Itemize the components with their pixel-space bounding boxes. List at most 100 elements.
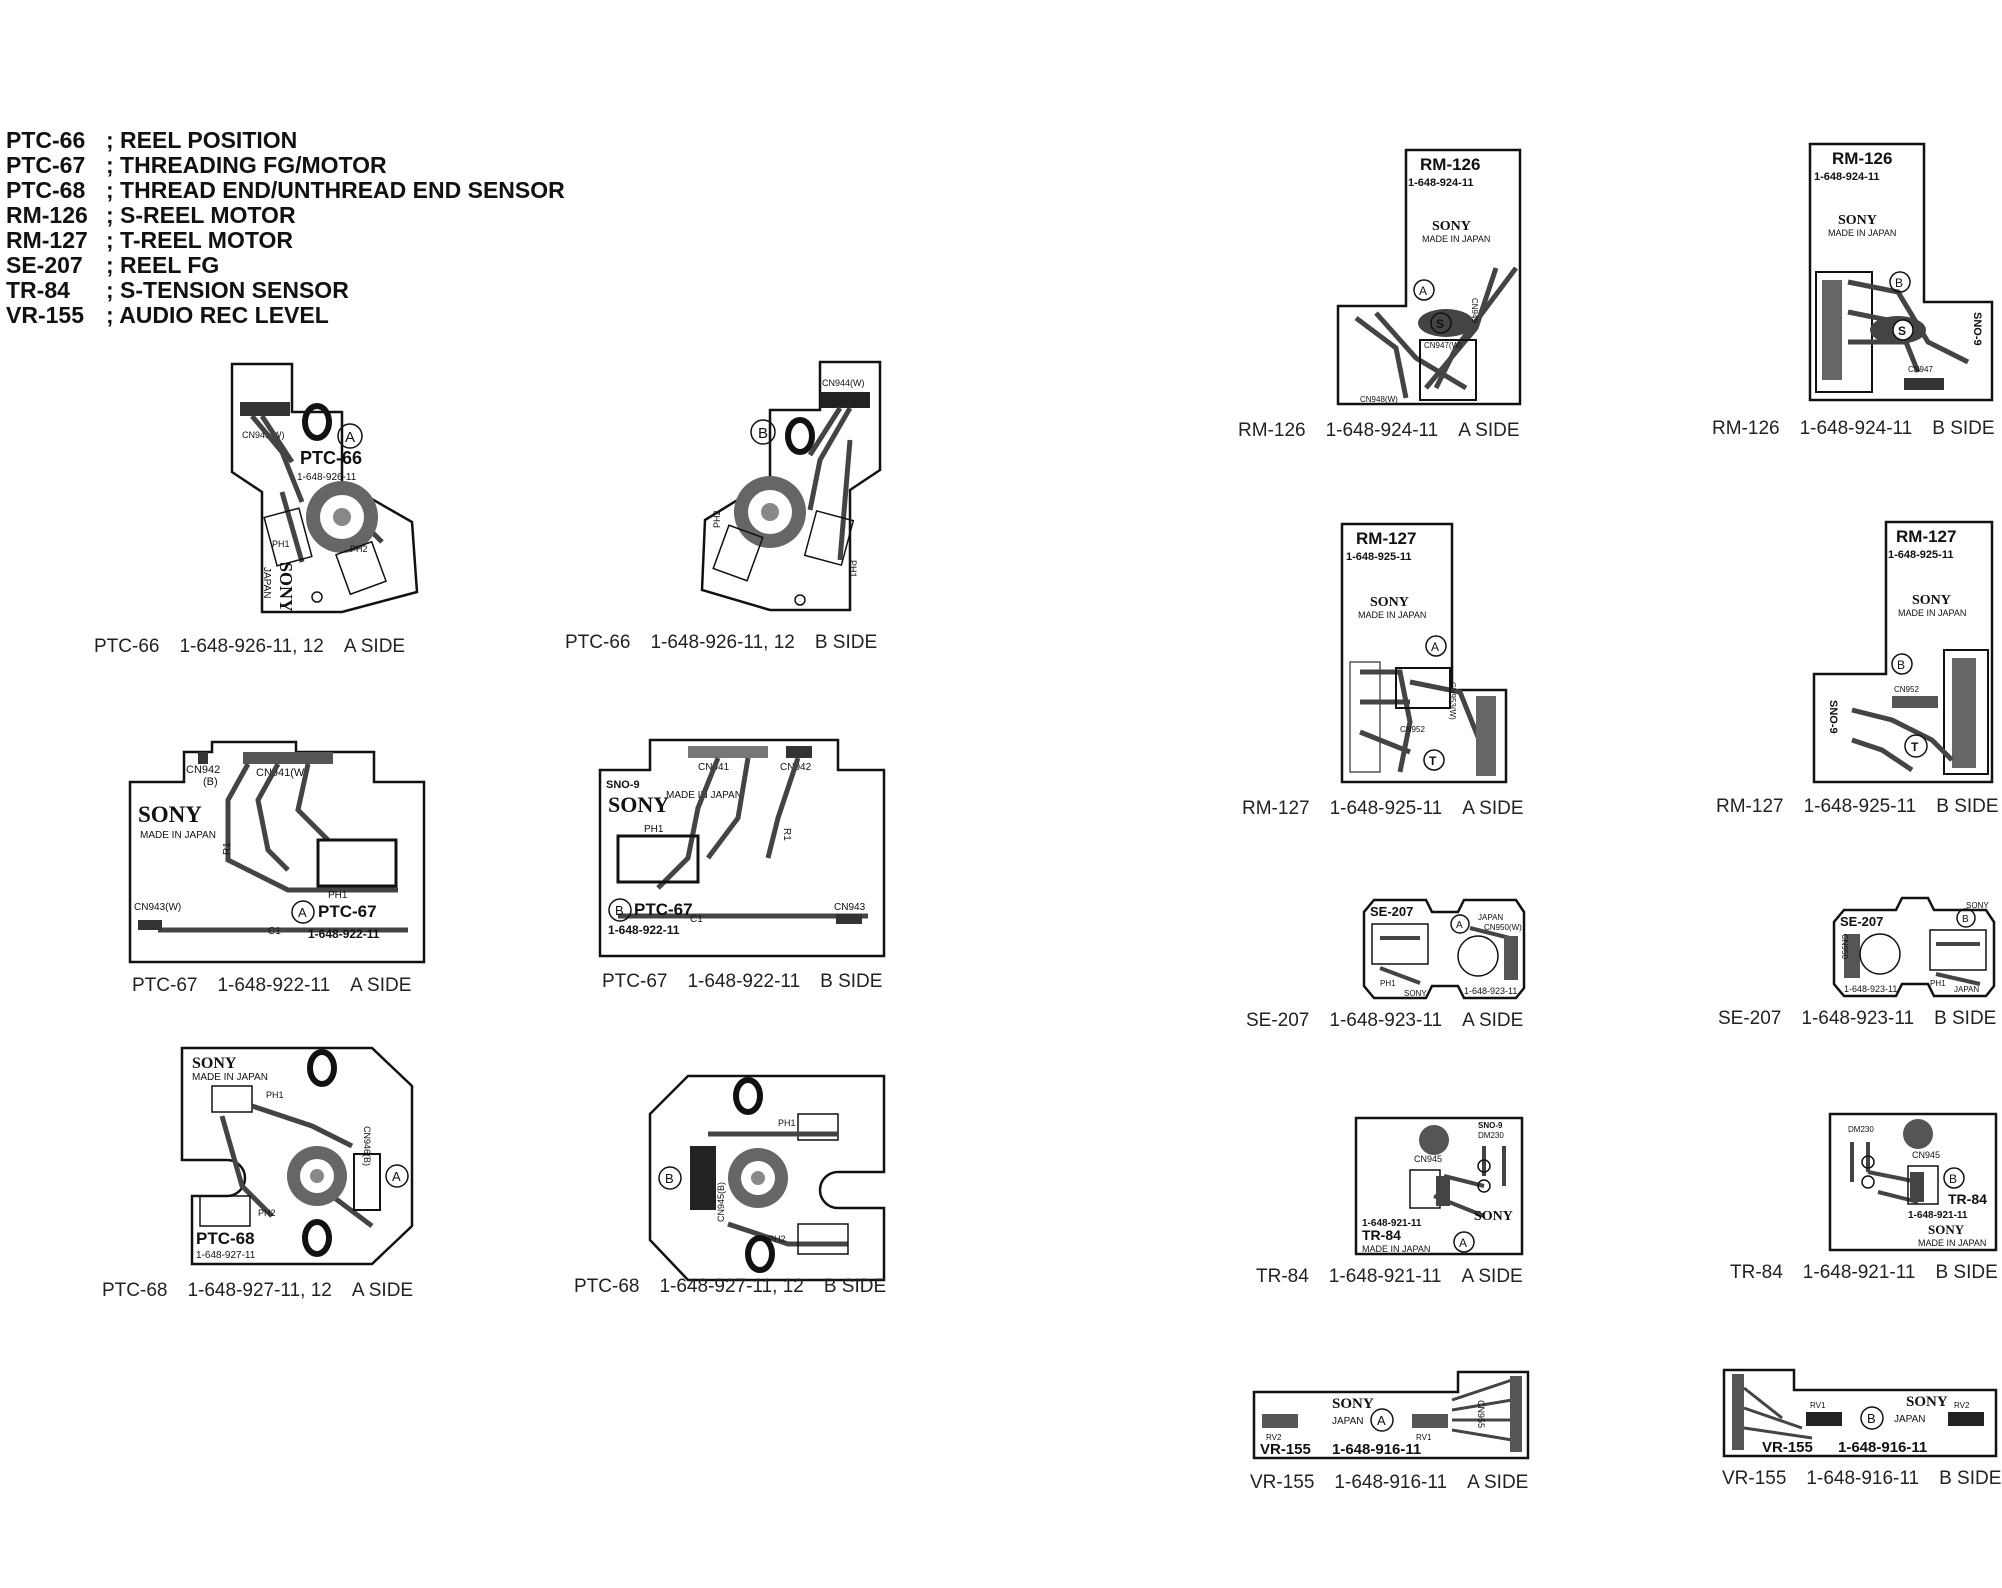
side-mark: A: [1377, 1413, 1386, 1428]
legend-code: SE-207: [6, 252, 83, 278]
board-part-number: 1-648-926-11: [297, 472, 357, 483]
board-title: VR-155: [1260, 1441, 1311, 1458]
caption-board-name: RM-127: [1242, 798, 1310, 819]
board-rm126-b-side: RM-126 1-648-924-11 SONY MADE IN JAPAN B…: [1808, 142, 1996, 404]
connector-label: CN945(B): [716, 1182, 726, 1222]
legend-row: VR-155; AUDIO REC LEVEL: [6, 303, 565, 328]
board-tr84-a-side: SNO-9 DM230 CN945 SONY 1-648-921-11 TR-8…: [1354, 1116, 1526, 1258]
board-ptc66-b-side: CN944(W) B PH2 PH1: [700, 360, 890, 615]
legend-code: RM-127: [6, 227, 88, 253]
caption-board-name: PTC-67: [602, 971, 668, 992]
connector-label: (B): [203, 776, 218, 788]
made-in-japan-label: MADE IN JAPAN: [192, 1072, 268, 1083]
motor-mark: T: [1429, 754, 1437, 768]
sno-label: SNO-9: [1827, 700, 1839, 734]
made-in-japan-label: MADE IN JAPAN: [140, 830, 216, 841]
caption-side: A SIDE: [1462, 1010, 1524, 1031]
japan-label: JAPAN: [1332, 1416, 1364, 1427]
board-part-number: 1-648-916-11: [1838, 1439, 1927, 1456]
legend-row: TR-84; S-TENSION SENSOR: [6, 278, 565, 303]
pcb-ptc67-a: CN942 (B) CN941(W) SONY MADE IN JAPAN PH…: [128, 740, 426, 964]
board-title: RM-127: [1356, 529, 1416, 548]
side-mark: B: [1949, 1172, 1957, 1186]
side-mark: A: [1431, 640, 1439, 654]
caption-part-number: 1-648-921-11: [1328, 1266, 1442, 1287]
sony-logo: SONY: [1928, 1222, 1965, 1237]
connector-label: CN950: [1840, 934, 1849, 959]
board-title: VR-155: [1762, 1439, 1813, 1456]
legend-desc: ; REEL FG: [106, 252, 220, 278]
caption-part-number: 1-648-924-11: [1799, 418, 1913, 439]
board-title: PTC-67: [318, 902, 377, 921]
photo-sensor-label: PH2: [258, 1208, 276, 1218]
legend-desc: ; THREAD END/UNTHREAD END SENSOR: [106, 177, 565, 203]
board-part-number: 1-648-923-11: [1464, 986, 1517, 996]
connector-label: CN952: [1400, 725, 1425, 734]
caption-board-name: TR-84: [1256, 1266, 1309, 1287]
made-in-japan-label: MADE IN JAPAN: [1358, 610, 1426, 620]
caption-side: A SIDE: [1461, 1266, 1523, 1287]
pcb-rm126-b: RM-126 1-648-924-11 SONY MADE IN JAPAN B…: [1808, 142, 1994, 402]
caption-board-name: RM-126: [1712, 418, 1780, 439]
connector-label: CN947(W): [1424, 341, 1462, 350]
legend-desc: ; AUDIO REC LEVEL: [106, 302, 329, 328]
caption-part-number: 1-648-922-11: [687, 971, 801, 992]
pcb-rm127-a: RM-127 1-648-925-11 SONY MADE IN JAPAN A…: [1340, 522, 1508, 784]
caption-board-name: RM-126: [1238, 420, 1306, 441]
legend-code: PTC-68: [6, 177, 86, 203]
caption-side: B SIDE: [823, 1276, 887, 1297]
potentiometer-label: RV1: [1810, 1401, 1826, 1410]
board-title: PTC-67: [634, 900, 693, 919]
side-mark: B: [665, 1171, 674, 1186]
side-mark: B: [758, 425, 768, 442]
caption-side: A SIDE: [343, 636, 406, 657]
board-rm127-b-side: RM-127 1-648-925-11 SONY MADE IN JAPAN B…: [1812, 520, 1996, 786]
japan-label: JAPAN: [261, 567, 272, 599]
board-title: SE-207: [1840, 914, 1883, 929]
board-se207-a-side: SE-207 PH1 SONY A JAPAN CN950(W) 1-648-9…: [1360, 898, 1528, 1002]
sony-logo: SONY: [1838, 213, 1877, 228]
pcb-se207-a: SE-207 PH1 SONY A JAPAN CN950(W) 1-648-9…: [1362, 898, 1526, 1000]
resistor-label: R1: [781, 828, 792, 841]
caption-side: B SIDE: [1936, 796, 1999, 817]
caption-part-number: 1-648-916-11: [1806, 1468, 1920, 1489]
side-mark: B: [1867, 1411, 1876, 1426]
board-part-number: 1-648-922-11: [308, 927, 380, 941]
side-mark: A: [392, 1169, 401, 1184]
pcb-tr84-b: DM230 CN945 B TR-84 1-648-921-11 SONY MA…: [1828, 1112, 1998, 1252]
photo-sensor-label: PH1: [1380, 979, 1396, 988]
board-tr84-b-side: DM230 CN945 B TR-84 1-648-921-11 SONY MA…: [1828, 1112, 1998, 1254]
made-in-japan-label: MADE IN JAPAN: [1828, 228, 1896, 238]
caption-side: B SIDE: [1934, 1008, 1997, 1029]
side-mark: A: [1459, 1236, 1467, 1250]
caption-board-name: VR-155: [1722, 1468, 1787, 1489]
caption-side: A SIDE: [1467, 1472, 1529, 1493]
caption-part-number: 1-648-926-11, 12: [179, 636, 324, 657]
capacitor-label: C1: [268, 926, 281, 937]
photo-sensor-label: PH1: [778, 1118, 796, 1128]
caption-side: B SIDE: [1935, 1262, 1998, 1283]
legend-code: PTC-67: [6, 152, 86, 178]
board-title: RM-127: [1896, 527, 1956, 546]
caption-side: A SIDE: [1462, 798, 1524, 819]
connector-label: CN941(W): [242, 430, 285, 440]
board-part-number: 1-648-925-11: [1346, 551, 1411, 563]
legend-row: RM-127; T-REEL MOTOR: [6, 228, 565, 253]
caption-part-number: 1-648-916-11: [1334, 1472, 1448, 1493]
board-rm127-a-side: RM-127 1-648-925-11 SONY MADE IN JAPAN A…: [1340, 522, 1510, 786]
potentiometer-label: RV1: [1416, 1433, 1432, 1442]
dm-label: DM230: [1848, 1125, 1874, 1134]
sony-logo: SONY: [1332, 1396, 1374, 1412]
legend-code: RM-126: [6, 202, 88, 228]
board-part-number: 1-648-924-11: [1814, 171, 1879, 183]
